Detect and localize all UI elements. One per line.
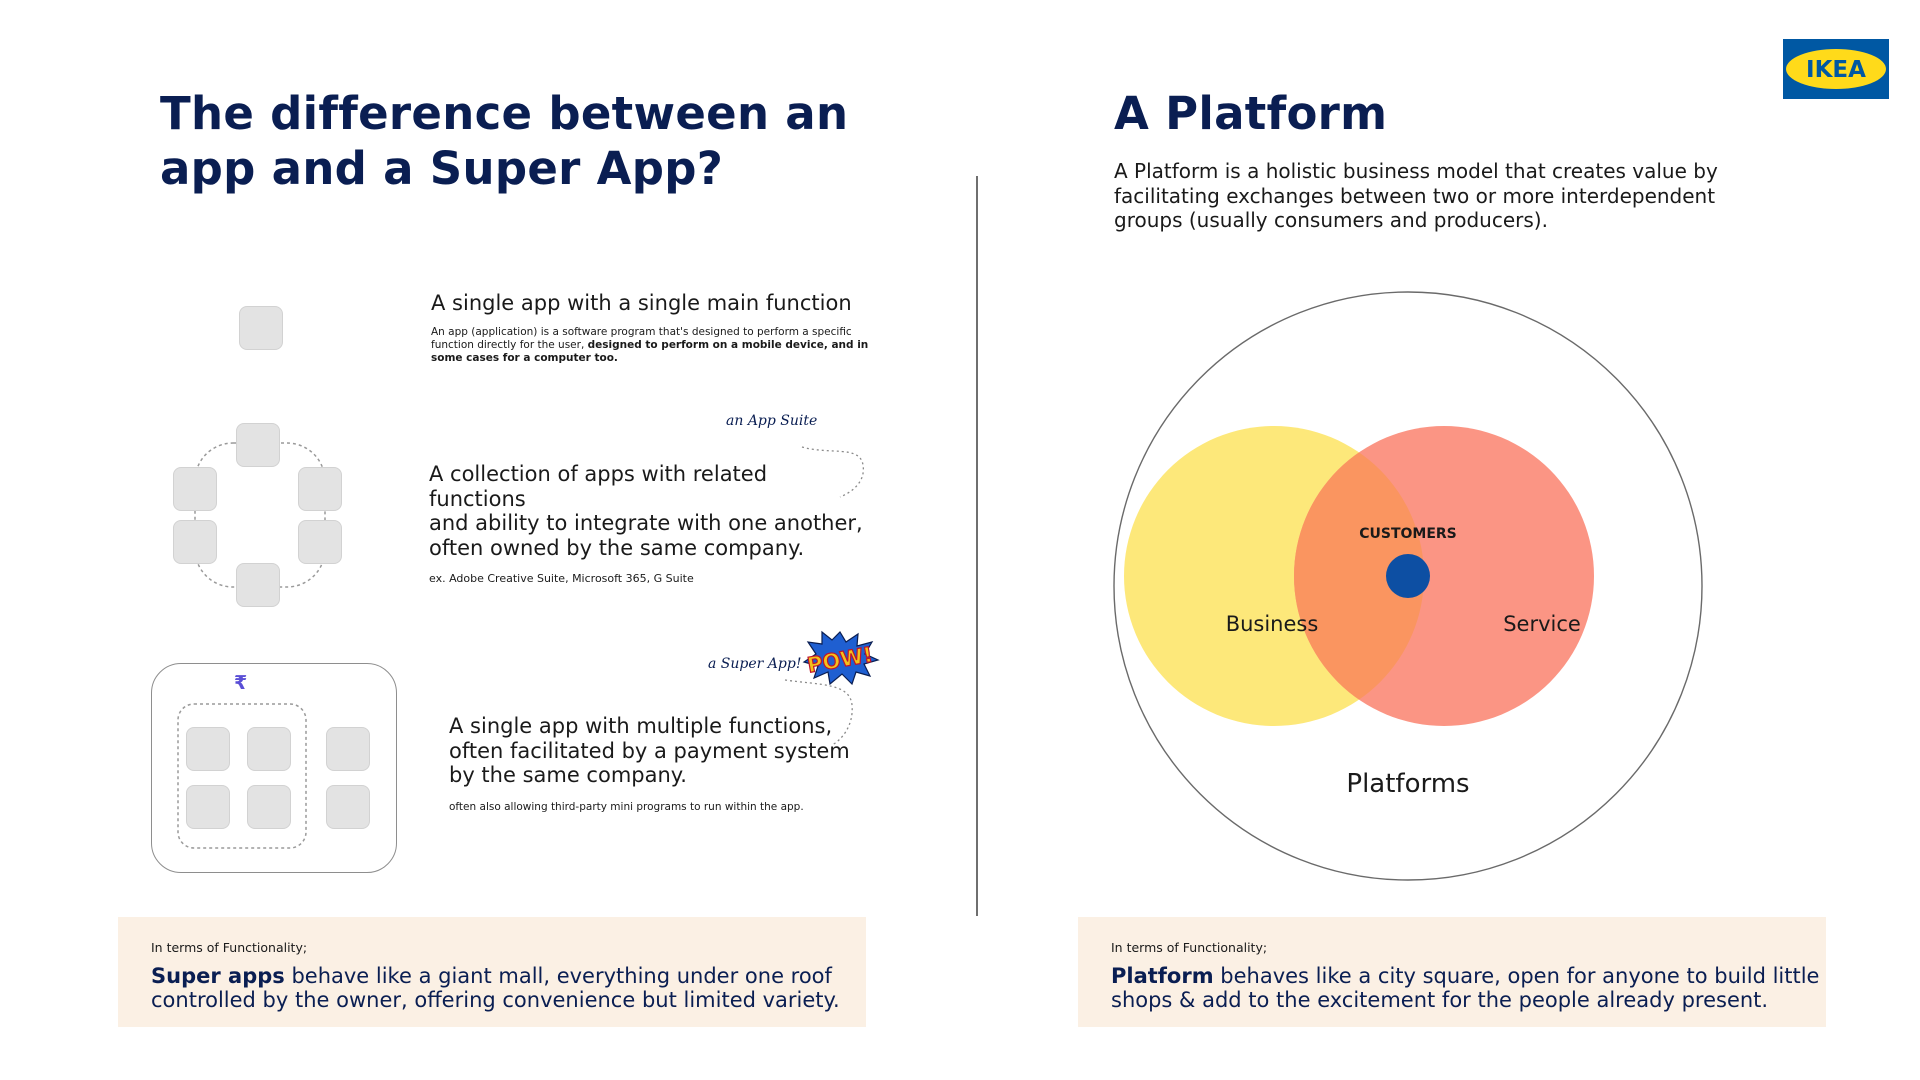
mini-program-icon-1 (186, 727, 230, 771)
ikea-logo-text: IKEA (1806, 57, 1866, 83)
single-app-icon (239, 306, 283, 350)
app-suite-icon-right-2 (298, 520, 342, 564)
right-callout: In terms of Functionality; Platform beha… (1078, 917, 1826, 1027)
app-suite-text: A collection of apps with related functi… (429, 462, 869, 585)
right-callout-label: In terms of Functionality; (1111, 940, 1268, 955)
app-suite-line1: A collection of apps with related functi… (429, 462, 768, 511)
left-callout-label: In terms of Functionality; (151, 940, 308, 955)
single-app-text: A single app with a single main function… (431, 291, 871, 365)
center-divider (976, 176, 978, 916)
single-app-desc-plain: function directly for the user, (431, 338, 588, 351)
customers-dot (1386, 554, 1430, 598)
service-label: Service (1503, 612, 1581, 636)
app-suite-icon-left-1 (173, 467, 217, 511)
app-suite-icon-bottom (236, 563, 280, 607)
left-callout: In terms of Functionality; Super apps be… (118, 917, 866, 1027)
left-title-line1: The difference between an (160, 87, 849, 140)
left-callout-line1: Super apps behave like a giant mall, eve… (151, 964, 851, 988)
mini-program-icon-4 (247, 785, 291, 829)
currency-icon: ₹ (234, 672, 248, 694)
right-callout-line2: shops & add to the excitement for the pe… (1111, 988, 1769, 1012)
mini-program-icon-2 (247, 727, 291, 771)
right-callout-text: Platform behaves like a city square, ope… (1111, 964, 1821, 1012)
app-suite-icon-left-2 (173, 520, 217, 564)
single-app-heading: A single app with a single main function (431, 291, 852, 315)
right-desc-line3: groups (usually consumers and producers)… (1114, 208, 1548, 232)
super-app-tag: a Super App! (708, 656, 802, 672)
super-app-tag-connector (784, 679, 853, 746)
app-suite-icon-right-1 (298, 467, 342, 511)
left-callout-rest: behave like a giant mall, everything und… (284, 964, 832, 988)
super-app-line2: often facilitated by a payment system (449, 738, 850, 763)
app-suite-tag: an App Suite (726, 413, 818, 429)
native-function-icon-1 (326, 727, 370, 771)
ikea-logo: IKEA (1783, 39, 1889, 99)
single-app-description: An app (application) is a software progr… (431, 326, 871, 365)
native-function-icon-2 (326, 785, 370, 829)
ikea-logo-graphic: IKEA (1783, 39, 1889, 99)
right-desc-line1: A Platform is a holistic business model … (1114, 159, 1718, 183)
single-app-desc-line3: some cases for a computer too. (431, 351, 618, 364)
super-app-phone-frame (151, 663, 397, 873)
super-app-text: A single app with multiple functions, of… (449, 714, 889, 813)
super-app-note: often also allowing third-party mini pro… (449, 800, 804, 813)
right-desc-line2: facilitating exchanges between two or mo… (1114, 183, 1716, 208)
left-title-line2: app and a Super App? (160, 142, 724, 195)
left-callout-line2: controlled by the owner, offering conven… (151, 988, 840, 1012)
super-app-line1: A single app with multiple functions, (449, 714, 833, 738)
app-suite-icon-top (236, 423, 280, 467)
customers-label: CUSTOMERS (1359, 526, 1457, 542)
single-app-desc-line1: An app (application) is a software progr… (431, 325, 852, 338)
right-callout-bold: Platform (1111, 964, 1214, 988)
platform-venn-diagram: CUSTOMERS Business Service Platforms (1113, 291, 1703, 881)
super-app-line3: by the same company. (449, 763, 687, 787)
pow-burst-icon: POW! (802, 630, 880, 686)
platforms-outer-circle (1113, 291, 1703, 881)
app-suite-line3: often owned by the same company. (429, 535, 805, 560)
single-app-desc-bold: designed to perform on a mobile device, … (587, 338, 869, 351)
platforms-label: Platforms (1346, 769, 1469, 799)
right-callout-line1: Platform behaves like a city square, ope… (1111, 964, 1821, 988)
app-suite-line2: and ability to integrate with one anothe… (429, 511, 863, 535)
left-callout-bold: Super apps (151, 964, 285, 988)
app-suite-example: ex. Adobe Creative Suite, Microsoft 365,… (429, 572, 694, 585)
business-label: Business (1226, 612, 1319, 636)
right-description: A Platform is a holistic business model … (1114, 159, 1754, 233)
right-title: A Platform (1114, 87, 1388, 140)
left-title: The difference between an app and a Supe… (160, 86, 920, 196)
left-callout-text: Super apps behave like a giant mall, eve… (151, 964, 851, 1012)
mini-programs-dashed-box (177, 703, 307, 849)
right-callout-rest: behaves like a city square, open for any… (1213, 964, 1820, 988)
single-app-desc-line2: function directly for the user, designed… (431, 339, 871, 352)
mini-program-icon-3 (186, 785, 230, 829)
customers-overlap (1294, 426, 1424, 726)
